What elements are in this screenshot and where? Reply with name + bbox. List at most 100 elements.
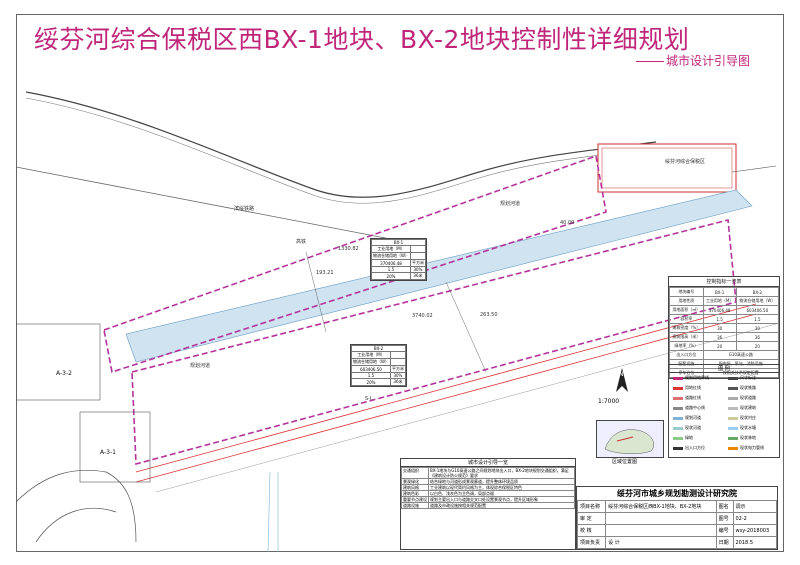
legend-swatch [673, 406, 683, 410]
legend-label: 道路红线 [685, 395, 701, 400]
legend-label: 现状村庄 [740, 415, 756, 420]
railway-label: 滨绥铁路 [234, 206, 255, 212]
legend-title: 图 例 [669, 365, 779, 373]
road-label: S-L [365, 396, 373, 402]
control-cell: 603406.50 [735, 305, 780, 315]
legend-swatch [673, 396, 683, 400]
legend-label: 现状河道 [685, 425, 701, 430]
dim-5: 263.50 [480, 312, 498, 318]
legend-swatch [673, 416, 683, 420]
tb-cell: 项目负责 [576, 536, 607, 549]
river-label-2: 规划河道 [190, 363, 211, 369]
tb-cell: 2018.5 [732, 536, 777, 549]
page-subtitle: 城市设计引导图 [636, 52, 750, 69]
legend-swatch [728, 436, 738, 440]
control-cell: 36 [702, 332, 737, 342]
legend-item: 道路中心线 [673, 405, 705, 411]
highway-label: 高铁 [296, 239, 307, 245]
bx1-cell: 物流仓储用地（W） [371, 252, 411, 260]
lot-a31-label: A-3-1 [100, 449, 116, 456]
road-redline [135, 303, 757, 473]
legend-label: 出入口方位 [685, 445, 705, 450]
river-corridor [125, 189, 753, 363]
bx2-cell: 20% [351, 378, 391, 386]
bx2-cell: 平方米 [389, 365, 406, 373]
legend-label: 现状道路 [740, 395, 756, 400]
legend-swatch [728, 406, 738, 410]
legend-swatch [728, 396, 738, 400]
legend-label: 现状铁路 [740, 385, 756, 390]
bx2-cell [389, 351, 406, 359]
legend-swatch [673, 436, 683, 440]
guide-cell: 道路及市政设施按相关规范配置 [428, 502, 575, 509]
legend-swatch [728, 376, 738, 380]
bx1-boundary [103, 154, 607, 374]
bx1-cell [409, 252, 426, 260]
railway-line [25, 91, 657, 198]
control-cell: 容积率 [669, 314, 704, 324]
region-label: 区域位置图 [612, 459, 638, 465]
tb-cell: 绥芬河综合保税区西BX-1地块、BX-2地块 [605, 500, 717, 513]
legend-swatch [673, 386, 683, 390]
legend-label: 现状水塘 [740, 425, 756, 430]
legend-item: 现状道路 [728, 395, 756, 401]
control-cell: 30 [735, 323, 780, 333]
control-cell: 建筑密度（%） [669, 323, 704, 333]
title-block: 绥芬河市城乡规划勘测设计研究院 项目名称绥芬河综合保税区西BX-1地块、BX-2… [576, 486, 778, 550]
tb-cell: 设 计 [605, 536, 717, 549]
control-header-cell: BX-2 [735, 287, 780, 297]
bx1-cell: 36米 [409, 272, 426, 280]
legend-item: 规划用地界线 [673, 375, 709, 381]
legend-label: 现状电力管线 [740, 445, 764, 450]
legend-item: 现状林地 [728, 435, 756, 441]
legend-label: 绿地 [685, 435, 693, 440]
drawing-frame [16, 14, 784, 552]
guide-title: 城市设计引导一览 [401, 459, 575, 467]
region-map-icon [604, 429, 654, 454]
control-cell: G10高速公路 [702, 350, 780, 360]
left-arc [16, 470, 137, 543]
control-cell: 建筑限高（米） [669, 332, 704, 342]
zone-area [597, 143, 737, 193]
control-cell: 用地性质 [669, 296, 704, 306]
guide-cell: 重要节点建设 [401, 496, 429, 503]
control-cell: 物流仓储用地（W） [735, 296, 780, 306]
svg-text:N: N [619, 371, 624, 378]
zone-label: 绥芬河综合保税区 [665, 159, 706, 165]
tb-cell: 调示 [732, 500, 777, 513]
bx2-cell: 36米 [389, 378, 406, 386]
legend-swatch [728, 426, 738, 430]
legend-swatch [728, 386, 738, 390]
legend-swatch [673, 376, 683, 380]
bx2-cell: 工业用地（M） [351, 351, 391, 359]
legend-item: 现状铁路 [728, 385, 756, 391]
legend-label: 现状林地 [740, 435, 756, 440]
legend-label: 规划河道 [685, 415, 701, 420]
dim-4: 3740.02 [412, 313, 433, 319]
control-cell: 36 [735, 332, 780, 342]
guide-cell: 交通组织 [401, 467, 429, 479]
legend-item: 规划河道 [673, 415, 701, 421]
legend-item: 现状河道 [673, 425, 701, 431]
highway-line [16, 166, 407, 243]
control-cell: 绿地率（%） [669, 341, 704, 351]
dim-1: 1330.82 [338, 246, 359, 252]
bx2-cell: 物流仓储用地（W） [351, 358, 391, 366]
tb-cell: 02-2 [732, 512, 777, 525]
control-cell: 出入口方位 [669, 350, 704, 360]
guide-cell: BX-1地块与G10高速公路之间规划地块出入口，BX-2地块规划交通组织，满足《… [428, 467, 575, 479]
tb-cell: wsy-2018003 [732, 524, 777, 537]
control-cell: 20 [735, 341, 780, 351]
legend-label: 规划用地界线 [685, 375, 709, 380]
tb-cell: 日期 [715, 536, 734, 549]
legend-item: 现状建筑 [728, 405, 756, 411]
control-cell: 30 [702, 323, 737, 333]
railway-line-2 [25, 97, 657, 204]
bx1-cell: 平方米 [409, 259, 426, 267]
bx2-cell [389, 358, 406, 366]
tb-cell [605, 512, 717, 525]
legend-item: 用地红线 [673, 385, 701, 391]
legend-label: 现状建筑 [740, 405, 756, 410]
north-arrow-icon: N [616, 368, 628, 392]
